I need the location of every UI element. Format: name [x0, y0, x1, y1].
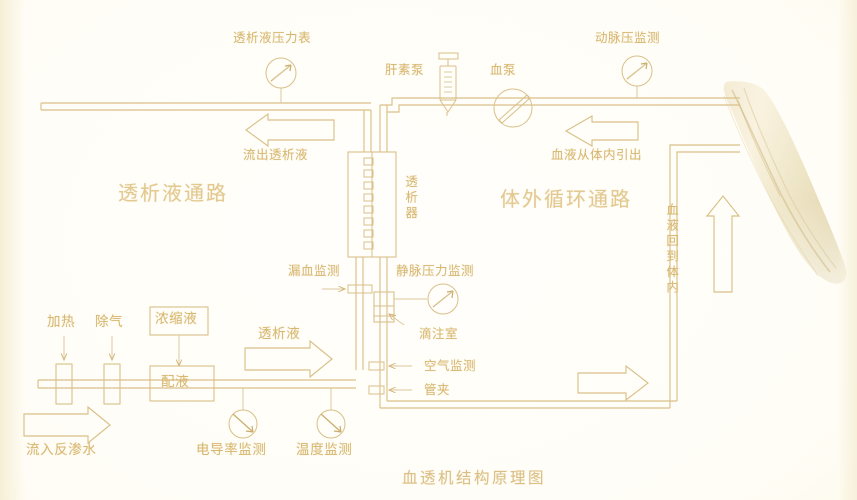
drip-chamber-assembly [373, 291, 395, 323]
label-blood-pump: 血泵 [490, 62, 517, 77]
heading-extracorporeal-circuit: 体外循环通路 [500, 187, 632, 211]
label-venous-pressure-monitor: 静脉压力监测 [396, 263, 475, 278]
label-arterial-pressure-monitor: 动脉压监测 [595, 30, 661, 45]
blood-leak-sensor-block [347, 284, 373, 294]
diagram-title: 血透机结构原理图 [402, 469, 547, 487]
label-blood-drawn-from-body: 血液从体内引出 [551, 147, 643, 162]
label-blood-leak-monitor: 漏血监测 [288, 263, 341, 278]
label-dialysate: 透析液 [258, 326, 301, 342]
label-dialysate-pressure-gauge: 透析液压力表 [233, 30, 312, 45]
blood-pump-roller [493, 88, 533, 128]
label-heating: 加热 [47, 314, 76, 330]
label-degassing: 除气 [95, 314, 124, 330]
label-temperature-monitor: 温度监测 [296, 442, 353, 458]
air-monitor-bracket [368, 361, 385, 371]
heparin-pump-syringe [438, 52, 459, 116]
label-outflow-dialysate: 流出透析液 [243, 147, 309, 162]
label-conductivity-monitor: 电导率监测 [196, 442, 267, 458]
label-inflow-ro-water: 流入反渗水 [26, 442, 97, 458]
heading-dialysate-circuit: 透析液通路 [118, 181, 228, 205]
label-mixing: 配液 [161, 374, 190, 390]
tube-clamp-bracket [368, 385, 385, 395]
label-concentrate: 浓缩液 [155, 311, 198, 327]
label-drip-chamber: 滴注室 [419, 326, 459, 341]
label-air-monitor: 空气监测 [424, 358, 477, 373]
label-dialyzer: 透析器 [403, 175, 419, 222]
label-heparin-pump: 肝素泵 [385, 62, 425, 77]
label-blood-returns-to-body: 血液回到体内 [664, 203, 680, 296]
label-tube-clamp: 管夹 [424, 382, 451, 397]
